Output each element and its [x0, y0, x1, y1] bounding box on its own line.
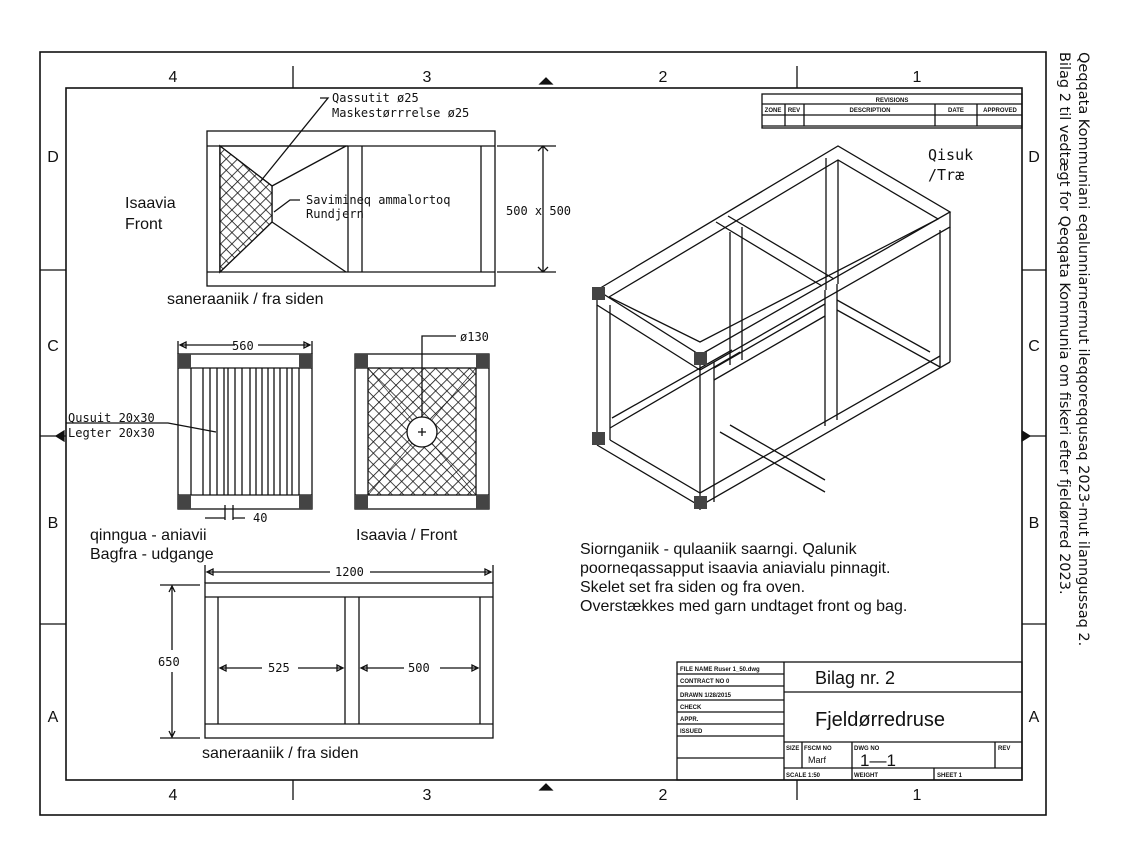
dimension-1200: 1200 [335, 565, 364, 579]
zone-row-b: B [48, 515, 59, 532]
front-label-kl: Isaavia [125, 195, 176, 212]
zone-col-4: 4 [169, 69, 178, 86]
rev-header-rev: REV [788, 108, 800, 114]
zone-ticks [40, 66, 1046, 800]
back-view: 560 Qusuit 20x30 Legter 20x30 40 qinngua… [66, 339, 313, 563]
zone-row-b-right: B [1029, 515, 1040, 532]
dwg-number: 1—1 [860, 751, 896, 770]
iron-label-da: Rundjern [306, 207, 364, 221]
notes: Siornganiik - qulaaniik saarngi. Qalunik… [580, 541, 907, 615]
isometric-frame: Qisuk /Træ [592, 145, 973, 510]
zone-row-a: A [48, 709, 59, 726]
zone-row-d: D [47, 149, 59, 166]
rev-field: REV [998, 746, 1010, 752]
zone-col-2: 2 [659, 69, 668, 86]
material-label-da: /Træ [928, 166, 964, 184]
weight-field: WEIGHT [854, 773, 878, 779]
dwg-label: DWG NO [854, 746, 880, 752]
note-line-2: poorneqassapput isaavia aniavialu pinnag… [580, 560, 890, 577]
back-caption-da: Bagfra - udgange [90, 546, 214, 563]
file-name: FILE NAME Ruser 1_50.dwg [680, 667, 760, 673]
drawn-date: DRAWN 1/28/2015 [680, 693, 732, 699]
dimension-500: 500 [408, 661, 430, 675]
front-view: ø130 Isaavia / Front [354, 330, 490, 544]
zone-row-d-right: D [1028, 149, 1040, 166]
drawing-name: Fjeldørredruse [815, 709, 945, 731]
zone-col-1-bottom: 1 [913, 787, 922, 804]
side-view-top: Qassutit ø25 Maskestørrrelse ø25 Savimin… [125, 91, 571, 308]
title-block: FILE NAME Ruser 1_50.dwg CONTRACT NO 0 D… [676, 661, 1023, 781]
iron-label-kl: Savimineq ammalortoq [306, 193, 451, 207]
side-note: Qeqqata Kommuniani eqalunniarnermut ileq… [1054, 52, 1092, 646]
zone-col-1: 1 [913, 69, 922, 86]
outer-border [39, 51, 1047, 816]
dimension-500x500: 500 x 500 [506, 204, 571, 218]
note-line-3: Skelet set fra siden og fra oven. [580, 579, 805, 596]
appr-field: APPR. [680, 717, 699, 723]
size-field: SIZE [786, 746, 799, 752]
side-view-caption: saneraaniik / fra siden [167, 291, 324, 308]
scale-field: SCALE 1:50 [786, 773, 821, 779]
dimension-650: 650 [158, 655, 180, 669]
zone-col-4-bottom: 4 [169, 787, 178, 804]
drawing-title: Bilag nr. 2 [815, 668, 895, 688]
zone-col-3-bottom: 3 [423, 787, 432, 804]
zone-row-a-right: A [1029, 709, 1040, 726]
issued-field: ISSUED [680, 729, 703, 735]
rev-header-approved: APPROVED [983, 108, 1017, 114]
sheet-field: SHEET 1 [937, 773, 963, 779]
check-field: CHECK [680, 705, 702, 711]
side-view-bottom: 1200 650 525 500 saneraaniik / fra siden [158, 565, 494, 762]
dimension-40: 40 [253, 511, 267, 525]
fscm-value: Marf [808, 755, 826, 765]
zone-row-c: C [47, 338, 59, 355]
note-line-1: Siornganiik - qulaaniik saarngi. Qalunik [580, 541, 858, 558]
slat-label-da: Legter 20x30 [68, 426, 155, 440]
front-label-da: Front [125, 216, 163, 233]
mesh-label-kl: Qassutit ø25 [332, 91, 419, 105]
rev-header-zone: ZONE [765, 108, 782, 114]
slat-label-kl: Qusuit 20x30 [68, 411, 155, 425]
rev-header-description: DESCRIPTION [849, 108, 890, 114]
zone-col-2-bottom: 2 [659, 787, 668, 804]
dimension-hole: ø130 [460, 330, 489, 344]
contract-no: CONTRACT NO 0 [680, 679, 730, 685]
dimension-560: 560 [232, 339, 254, 353]
revisions-title: REVISIONS [876, 98, 909, 104]
dimension-525: 525 [268, 661, 290, 675]
note-line-4: Overstækkes med garn undtaget front og b… [580, 598, 907, 615]
side-view-bottom-caption: saneraaniik / fra siden [202, 745, 359, 762]
zone-row-c-right: C [1028, 338, 1040, 355]
mesh-label-da: Maskestørrrelse ø25 [332, 106, 469, 120]
front-caption: Isaavia / Front [356, 527, 458, 544]
zone-col-3: 3 [423, 69, 432, 86]
fscm-label: FSCM NO [804, 746, 832, 752]
material-label-kl: Qisuk [928, 146, 973, 164]
zone-labels: 4 3 2 1 4 3 2 1 D C B A D C B A [47, 69, 1040, 804]
side-note-da: Bilag 2 til vedtægt for Qeqqata Kommunia… [1056, 52, 1072, 595]
rev-header-date: DATE [948, 108, 964, 114]
side-note-kl: Qeqqata Kommuniani eqalunniarnermut ileq… [1075, 52, 1091, 647]
revisions-table: REVISIONS ZONE REV DESCRIPTION DATE APPR… [761, 93, 1023, 129]
back-caption-kl: qinngua - aniavii [90, 527, 207, 544]
